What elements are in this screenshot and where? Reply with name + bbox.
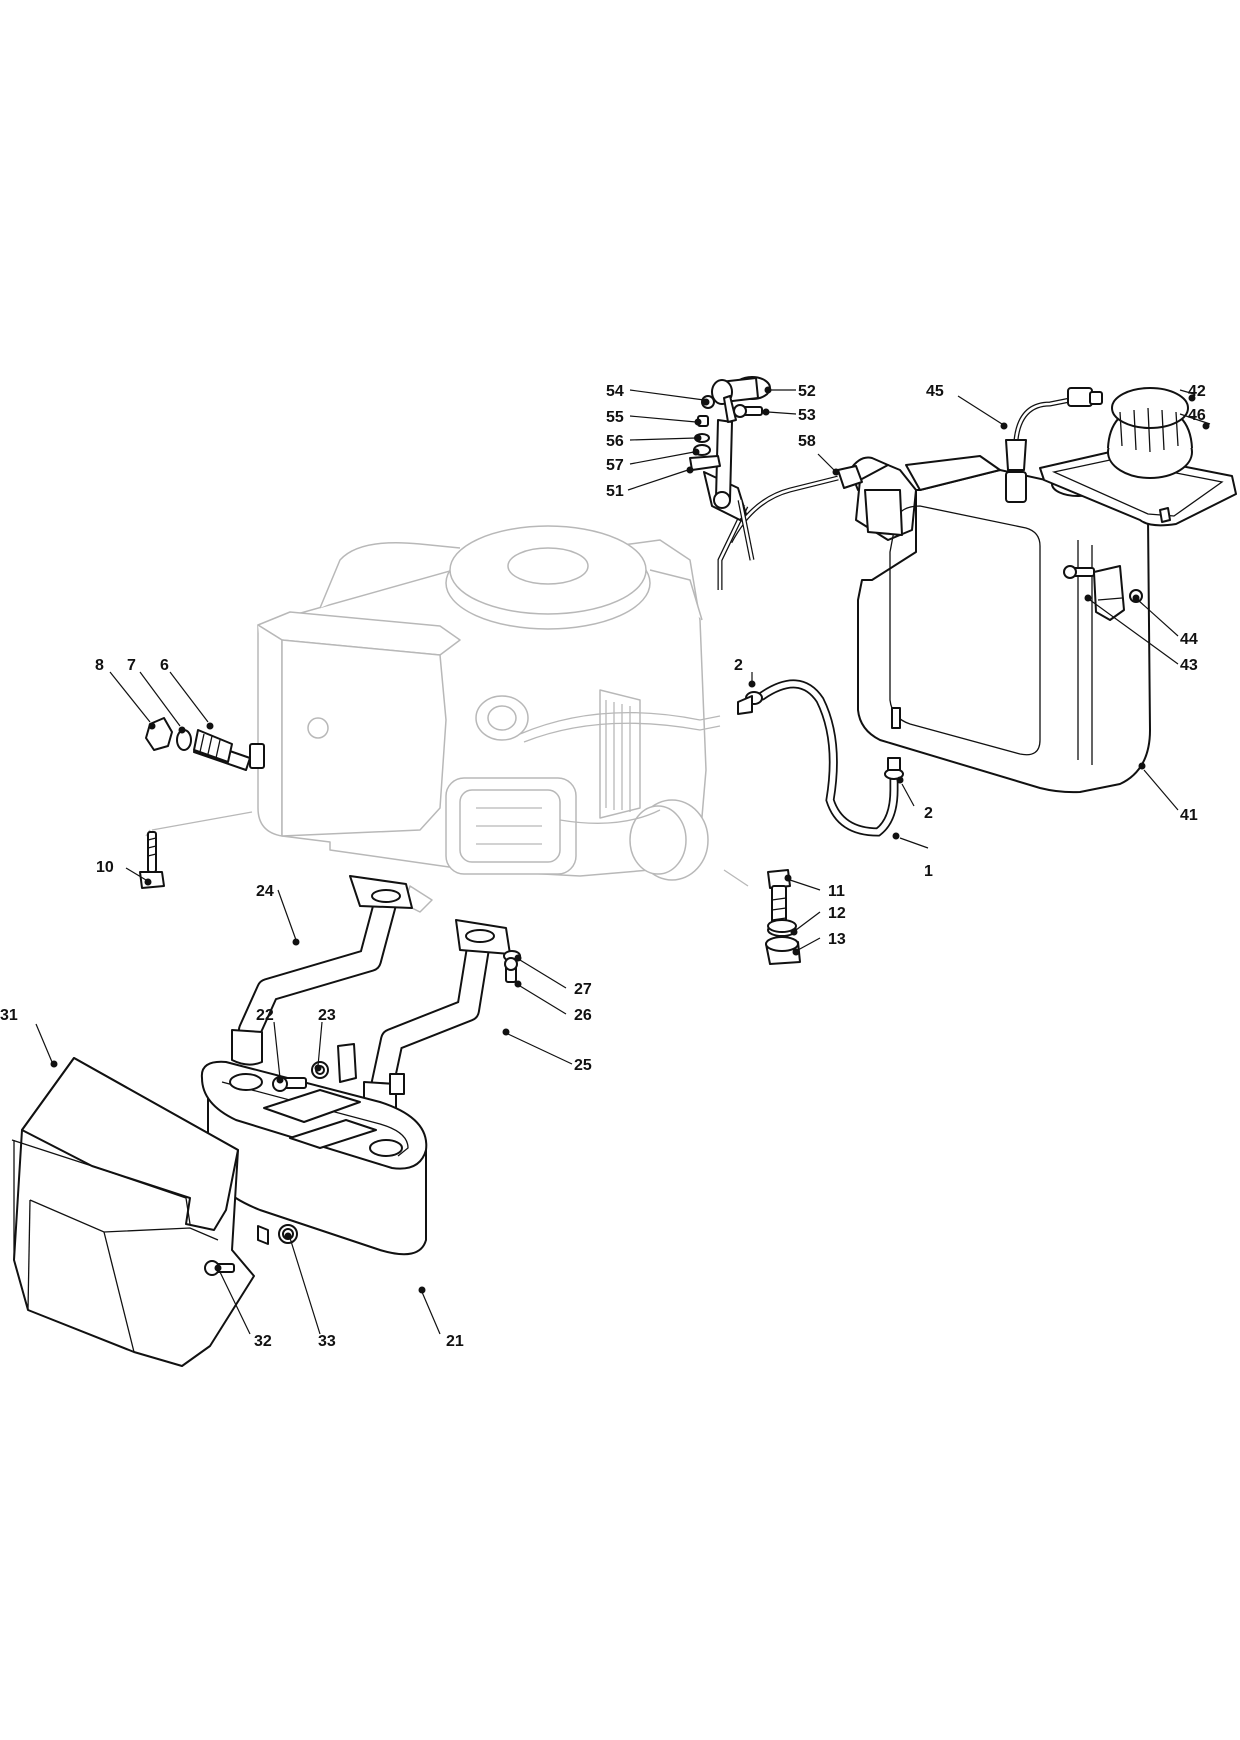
callout-21: 21 bbox=[446, 1333, 464, 1350]
callout-2: 2 bbox=[734, 657, 743, 674]
callout-6: 6 bbox=[160, 657, 169, 674]
callout-23: 23 bbox=[318, 1007, 336, 1024]
callout-52: 52 bbox=[798, 383, 816, 400]
callout-55: 55 bbox=[606, 409, 624, 426]
callout-26: 26 bbox=[574, 1007, 592, 1024]
callout-10: 10 bbox=[96, 859, 114, 876]
mounting-bolt-set bbox=[765, 869, 801, 965]
callout-22: 22 bbox=[256, 1007, 274, 1024]
exhaust-pipe-25 bbox=[363, 919, 511, 1114]
callout-33: 33 bbox=[318, 1333, 336, 1350]
fuel-gauge-sender bbox=[1005, 387, 1103, 471]
oil-drain-parts bbox=[139, 717, 265, 889]
callout-45: 45 bbox=[926, 383, 944, 400]
filler-tray bbox=[1039, 451, 1237, 527]
callout-2: 2 bbox=[924, 805, 933, 822]
callout-25: 25 bbox=[574, 1057, 592, 1074]
engine-ghost bbox=[145, 525, 749, 913]
callout-56: 56 bbox=[606, 433, 624, 450]
callout-41: 41 bbox=[1180, 807, 1198, 824]
callout-44: 44 bbox=[1180, 631, 1198, 648]
callout-13: 13 bbox=[828, 931, 846, 948]
callout-51: 51 bbox=[606, 483, 624, 500]
callout-43: 43 bbox=[1180, 657, 1198, 674]
callout-42: 42 bbox=[1188, 383, 1206, 400]
callout-31: 31 bbox=[0, 1007, 18, 1024]
muffler bbox=[200, 1043, 428, 1256]
muffler-guard bbox=[11, 1057, 255, 1367]
callout-24: 24 bbox=[256, 883, 274, 900]
callout-1: 1 bbox=[924, 863, 933, 880]
callout-leaders bbox=[35, 386, 1211, 1335]
callout-54: 54 bbox=[606, 383, 624, 400]
callout-7: 7 bbox=[127, 657, 136, 674]
exhaust-pipe-24 bbox=[231, 875, 413, 1066]
callout-46: 46 bbox=[1188, 407, 1206, 424]
callout-58: 58 bbox=[798, 433, 816, 450]
throttle-control bbox=[689, 376, 863, 590]
callout-11: 11 bbox=[828, 883, 845, 900]
fuel-hose bbox=[737, 679, 904, 837]
callout-12: 12 bbox=[828, 905, 846, 922]
callout-57: 57 bbox=[606, 457, 624, 474]
callout-32: 32 bbox=[254, 1333, 272, 1350]
callout-53: 53 bbox=[798, 407, 816, 424]
callout-labels: 1 2 2 6 7 8 10 11 12 13 21 22 23 24 25 2… bbox=[0, 383, 1206, 1350]
callout-27: 27 bbox=[574, 981, 592, 998]
callout-8: 8 bbox=[95, 657, 104, 674]
fuel-cap bbox=[1107, 387, 1193, 479]
